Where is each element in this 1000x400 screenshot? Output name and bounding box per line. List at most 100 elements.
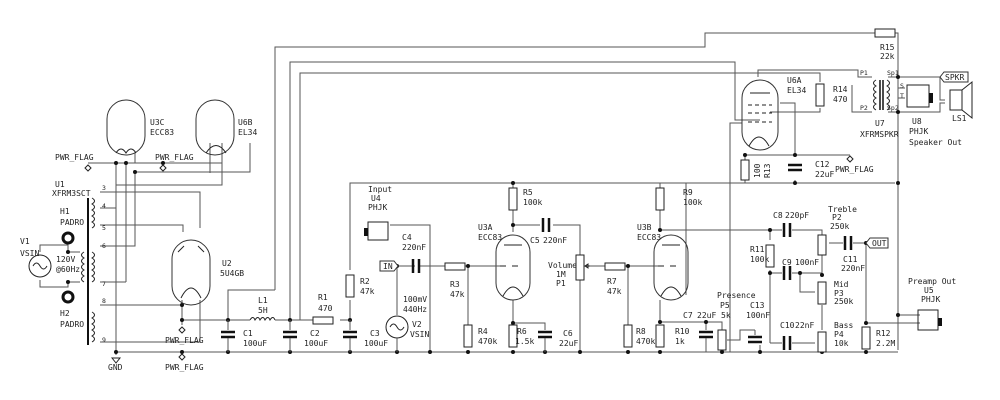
u7-pin-sp1: Sp1 — [887, 69, 899, 77]
r2-ref: R2 — [360, 277, 370, 286]
u2-rectifier[interactable]: U2 5U4GB — [171, 239, 244, 306]
u3c-ref: U3C — [150, 118, 165, 127]
r10-value: 1k — [675, 337, 685, 346]
c5-value: 220nF — [543, 236, 567, 245]
r7-resistor[interactable]: R7 47k — [604, 262, 626, 296]
p1-title: Volume — [548, 261, 577, 270]
r13-value: 100 — [753, 163, 762, 178]
u6a-ref: U6A — [787, 76, 802, 85]
u1-pin-4: 4 — [102, 202, 106, 210]
r5-resistor[interactable]: R5 100k — [508, 187, 542, 211]
wires — [39, 32, 945, 355]
v2-frequency: 440Hz — [403, 305, 427, 314]
u3a-value: ECC83 — [478, 233, 502, 242]
c5-capacitor[interactable]: C5 220nF — [530, 218, 567, 245]
c4-ref: C4 — [402, 233, 412, 242]
r1-resistor[interactable]: R1 470 — [312, 293, 334, 325]
u6b-tube[interactable]: U6B EL34 — [195, 99, 257, 156]
r4-resistor[interactable]: R4 470k — [463, 324, 497, 348]
u2-ref: U2 — [222, 259, 232, 268]
u1-pin-3: 3 — [102, 184, 106, 192]
r9-resistor[interactable]: R9 100k — [655, 187, 702, 211]
c3-value: 100uF — [364, 339, 388, 348]
spkr-label[interactable]: SPKR — [939, 71, 969, 83]
c2-value: 100uF — [304, 339, 328, 348]
h2-ref: H2 — [60, 309, 70, 318]
l1-inductor[interactable]: L1 5H — [249, 296, 276, 322]
c7-value: 22uF — [697, 311, 716, 320]
c6-ref: C6 — [563, 329, 573, 338]
v2-value: VSIN — [410, 330, 429, 339]
u3c-tube[interactable]: U3C ECC83 — [106, 99, 174, 156]
v1-source[interactable]: V1 VSIN 120V @60Hz — [20, 237, 80, 278]
r15-resistor[interactable]: R15 22k — [874, 28, 896, 61]
c13-value: 100nF — [746, 311, 770, 320]
v1-frequency: @60Hz — [56, 265, 80, 274]
r8-resistor[interactable]: R8 470k — [623, 324, 655, 348]
u7-output-transformer[interactable]: P1 P2 Sp1 Sp2 U7 XFRMSPKR — [860, 69, 899, 139]
r14-value: 470 — [833, 95, 848, 104]
u7-ref: U7 — [875, 119, 885, 128]
p5-title: Presence — [717, 291, 756, 300]
r10-ref: R10 — [675, 327, 690, 336]
c1-capacitor[interactable]: C1 100uF — [221, 320, 267, 352]
v1-value: VSIN — [20, 249, 39, 258]
r10-resistor[interactable]: R10 1k — [655, 324, 690, 348]
r15-value: 22k — [880, 52, 895, 61]
p2-value: 250k — [830, 222, 849, 231]
c3-capacitor[interactable]: C3 100uF — [343, 320, 388, 352]
r3-resistor[interactable]: R3 47k — [444, 262, 466, 299]
u3a-tube[interactable]: U3A ECC83 — [478, 223, 531, 301]
r14-ref: R14 — [833, 85, 848, 94]
r4-value: 470k — [478, 337, 497, 346]
p4-bass-pot[interactable]: Bass P4 10k — [817, 321, 853, 353]
r13-resistor[interactable]: 100 R13 — [740, 159, 772, 181]
u6b-ref: U6B — [238, 118, 253, 127]
u6a-tube[interactable]: U6A EL34 — [741, 76, 806, 151]
u1-pin-5: 5 — [102, 224, 106, 232]
r2-resistor[interactable]: R2 47k — [345, 274, 375, 298]
u1-transformer[interactable]: U1 XFRM3SCT 3 4 5 6 7 8 9 — [52, 180, 106, 345]
pwr-flag-2: PWR_FLAG — [155, 153, 194, 162]
c2-capacitor[interactable]: C2 100uF — [283, 320, 328, 352]
h2-pad[interactable]: H2 PADRO — [60, 290, 84, 329]
r6-resistor[interactable]: R6 1.5k — [508, 324, 534, 348]
out-label[interactable]: OUT — [865, 237, 889, 249]
p1-volume-pot[interactable]: Volume 1M P1 — [548, 254, 590, 288]
c6-capacitor[interactable]: C6 22uF — [538, 329, 578, 352]
u7-value: XFRMSPKR — [860, 130, 899, 139]
u8-speaker-jack[interactable]: S T U8 PHJK Speaker Out — [900, 82, 962, 147]
r12-ref: R12 — [876, 329, 891, 338]
u3b-tube[interactable]: U3B ECC83 — [637, 223, 689, 301]
r3-value: 47k — [450, 290, 465, 299]
c10-capacitor[interactable]: C10 22nF — [780, 321, 814, 350]
pwr-flag-5: PWR_FLAG — [835, 165, 874, 174]
c2-ref: C2 — [310, 329, 320, 338]
ls1-speaker[interactable]: LS1 — [949, 80, 973, 123]
c4-capacitor[interactable]: C4 220nF — [402, 233, 426, 273]
in-label[interactable]: IN — [379, 260, 399, 272]
v2-source[interactable]: 100mV 440Hz V2 VSIN — [385, 295, 429, 352]
r14-resistor[interactable]: R14 470 — [815, 83, 848, 107]
r11-resistor[interactable]: R11 100k — [750, 244, 775, 268]
u5-value: PHJK — [921, 295, 940, 304]
c9-capacitor[interactable]: C9 100nF — [782, 258, 819, 280]
c12-capacitor[interactable]: C12 22uF — [788, 160, 834, 179]
r12-resistor[interactable]: R12 2.2M — [861, 326, 895, 350]
p5-presence-pot[interactable]: Presence P5 5k — [717, 291, 756, 351]
h1-pad[interactable]: H1 PADRO — [60, 207, 84, 245]
u5-preamp-out-jack[interactable]: Preamp Out U5 PHJK — [908, 277, 956, 331]
p2-treble-pot[interactable]: Treble P2 250k — [817, 205, 857, 256]
u3b-ref: U3B — [637, 223, 652, 232]
out-label-text: OUT — [872, 239, 887, 248]
c11-capacitor[interactable]: C11 220nF — [841, 236, 865, 273]
pwr-flag-1: PWR_FLAG — [55, 153, 94, 162]
u8-pin-t: T — [900, 92, 904, 100]
c7-capacitor[interactable]: C7 22uF — [683, 311, 716, 352]
u4-input-jack[interactable]: Input U4 PHJK — [364, 185, 392, 241]
c8-capacitor[interactable]: C8 220pF — [773, 211, 809, 237]
p3-mid-pot[interactable]: Mid P3 250k — [817, 280, 853, 306]
c13-capacitor[interactable]: C13 100nF — [746, 301, 770, 344]
u4-ref: U4 — [371, 194, 381, 203]
